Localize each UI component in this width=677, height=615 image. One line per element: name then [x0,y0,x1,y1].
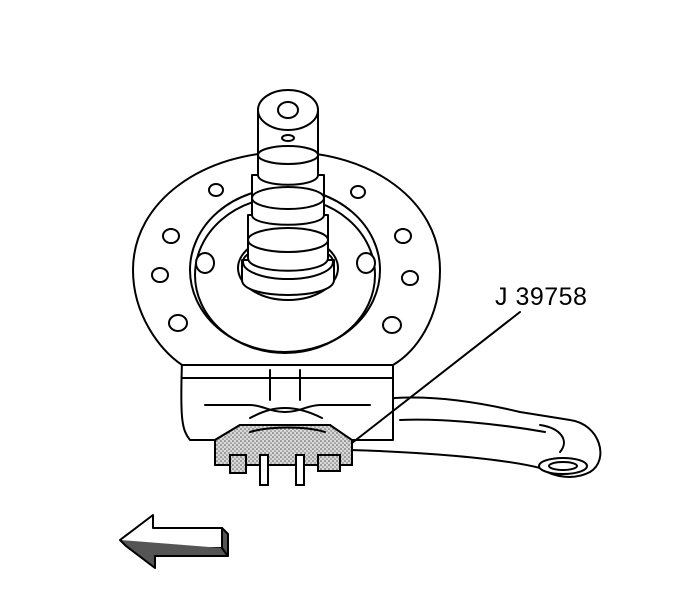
tool-callout-label: J 39758 [495,283,588,311]
steering-arm [349,396,602,478]
spindle [237,89,339,301]
service-tool [214,424,353,486]
callout-leader-line [351,311,521,444]
knuckle-body [180,361,394,441]
arrow-left-icon [119,514,229,569]
